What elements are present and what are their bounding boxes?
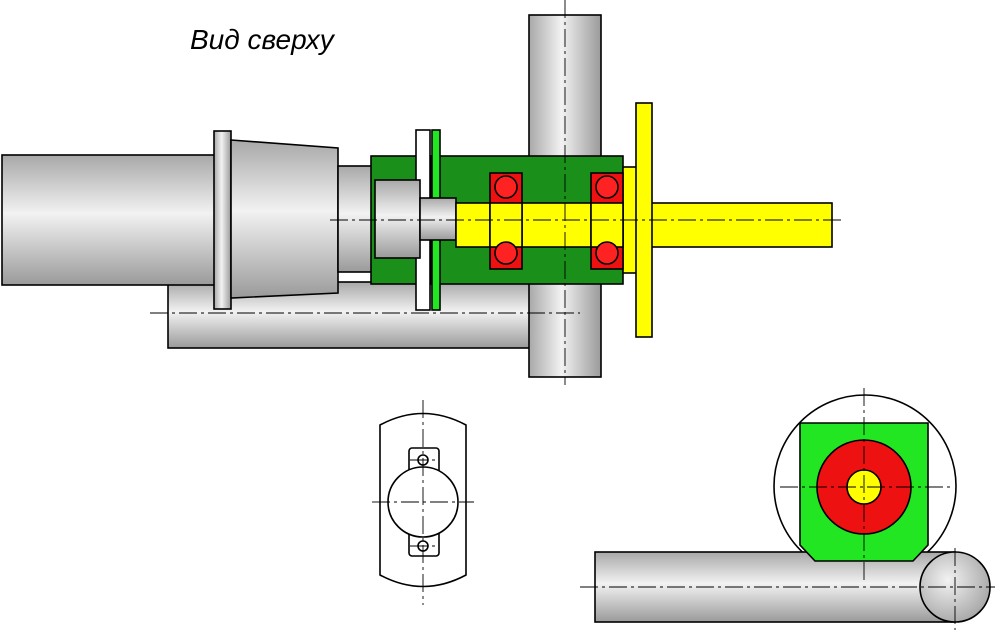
side-end-view bbox=[580, 388, 995, 630]
bearing-right bbox=[590, 172, 624, 270]
coupling-overlap bbox=[374, 179, 421, 259]
bearing-ball bbox=[494, 241, 518, 265]
coupling-shaft-end bbox=[419, 197, 457, 241]
top-view-assembly bbox=[1, 0, 842, 385]
drawing-title: Вид сверху bbox=[190, 24, 334, 55]
flange-detail-view bbox=[372, 400, 474, 605]
bearing-ball bbox=[595, 175, 619, 199]
bearing-ball bbox=[494, 175, 518, 199]
motor-body bbox=[1, 154, 217, 286]
motor-flange bbox=[213, 130, 232, 310]
bearing-left bbox=[489, 172, 523, 270]
motor-cone bbox=[230, 139, 339, 299]
bearing-ball bbox=[595, 241, 619, 265]
